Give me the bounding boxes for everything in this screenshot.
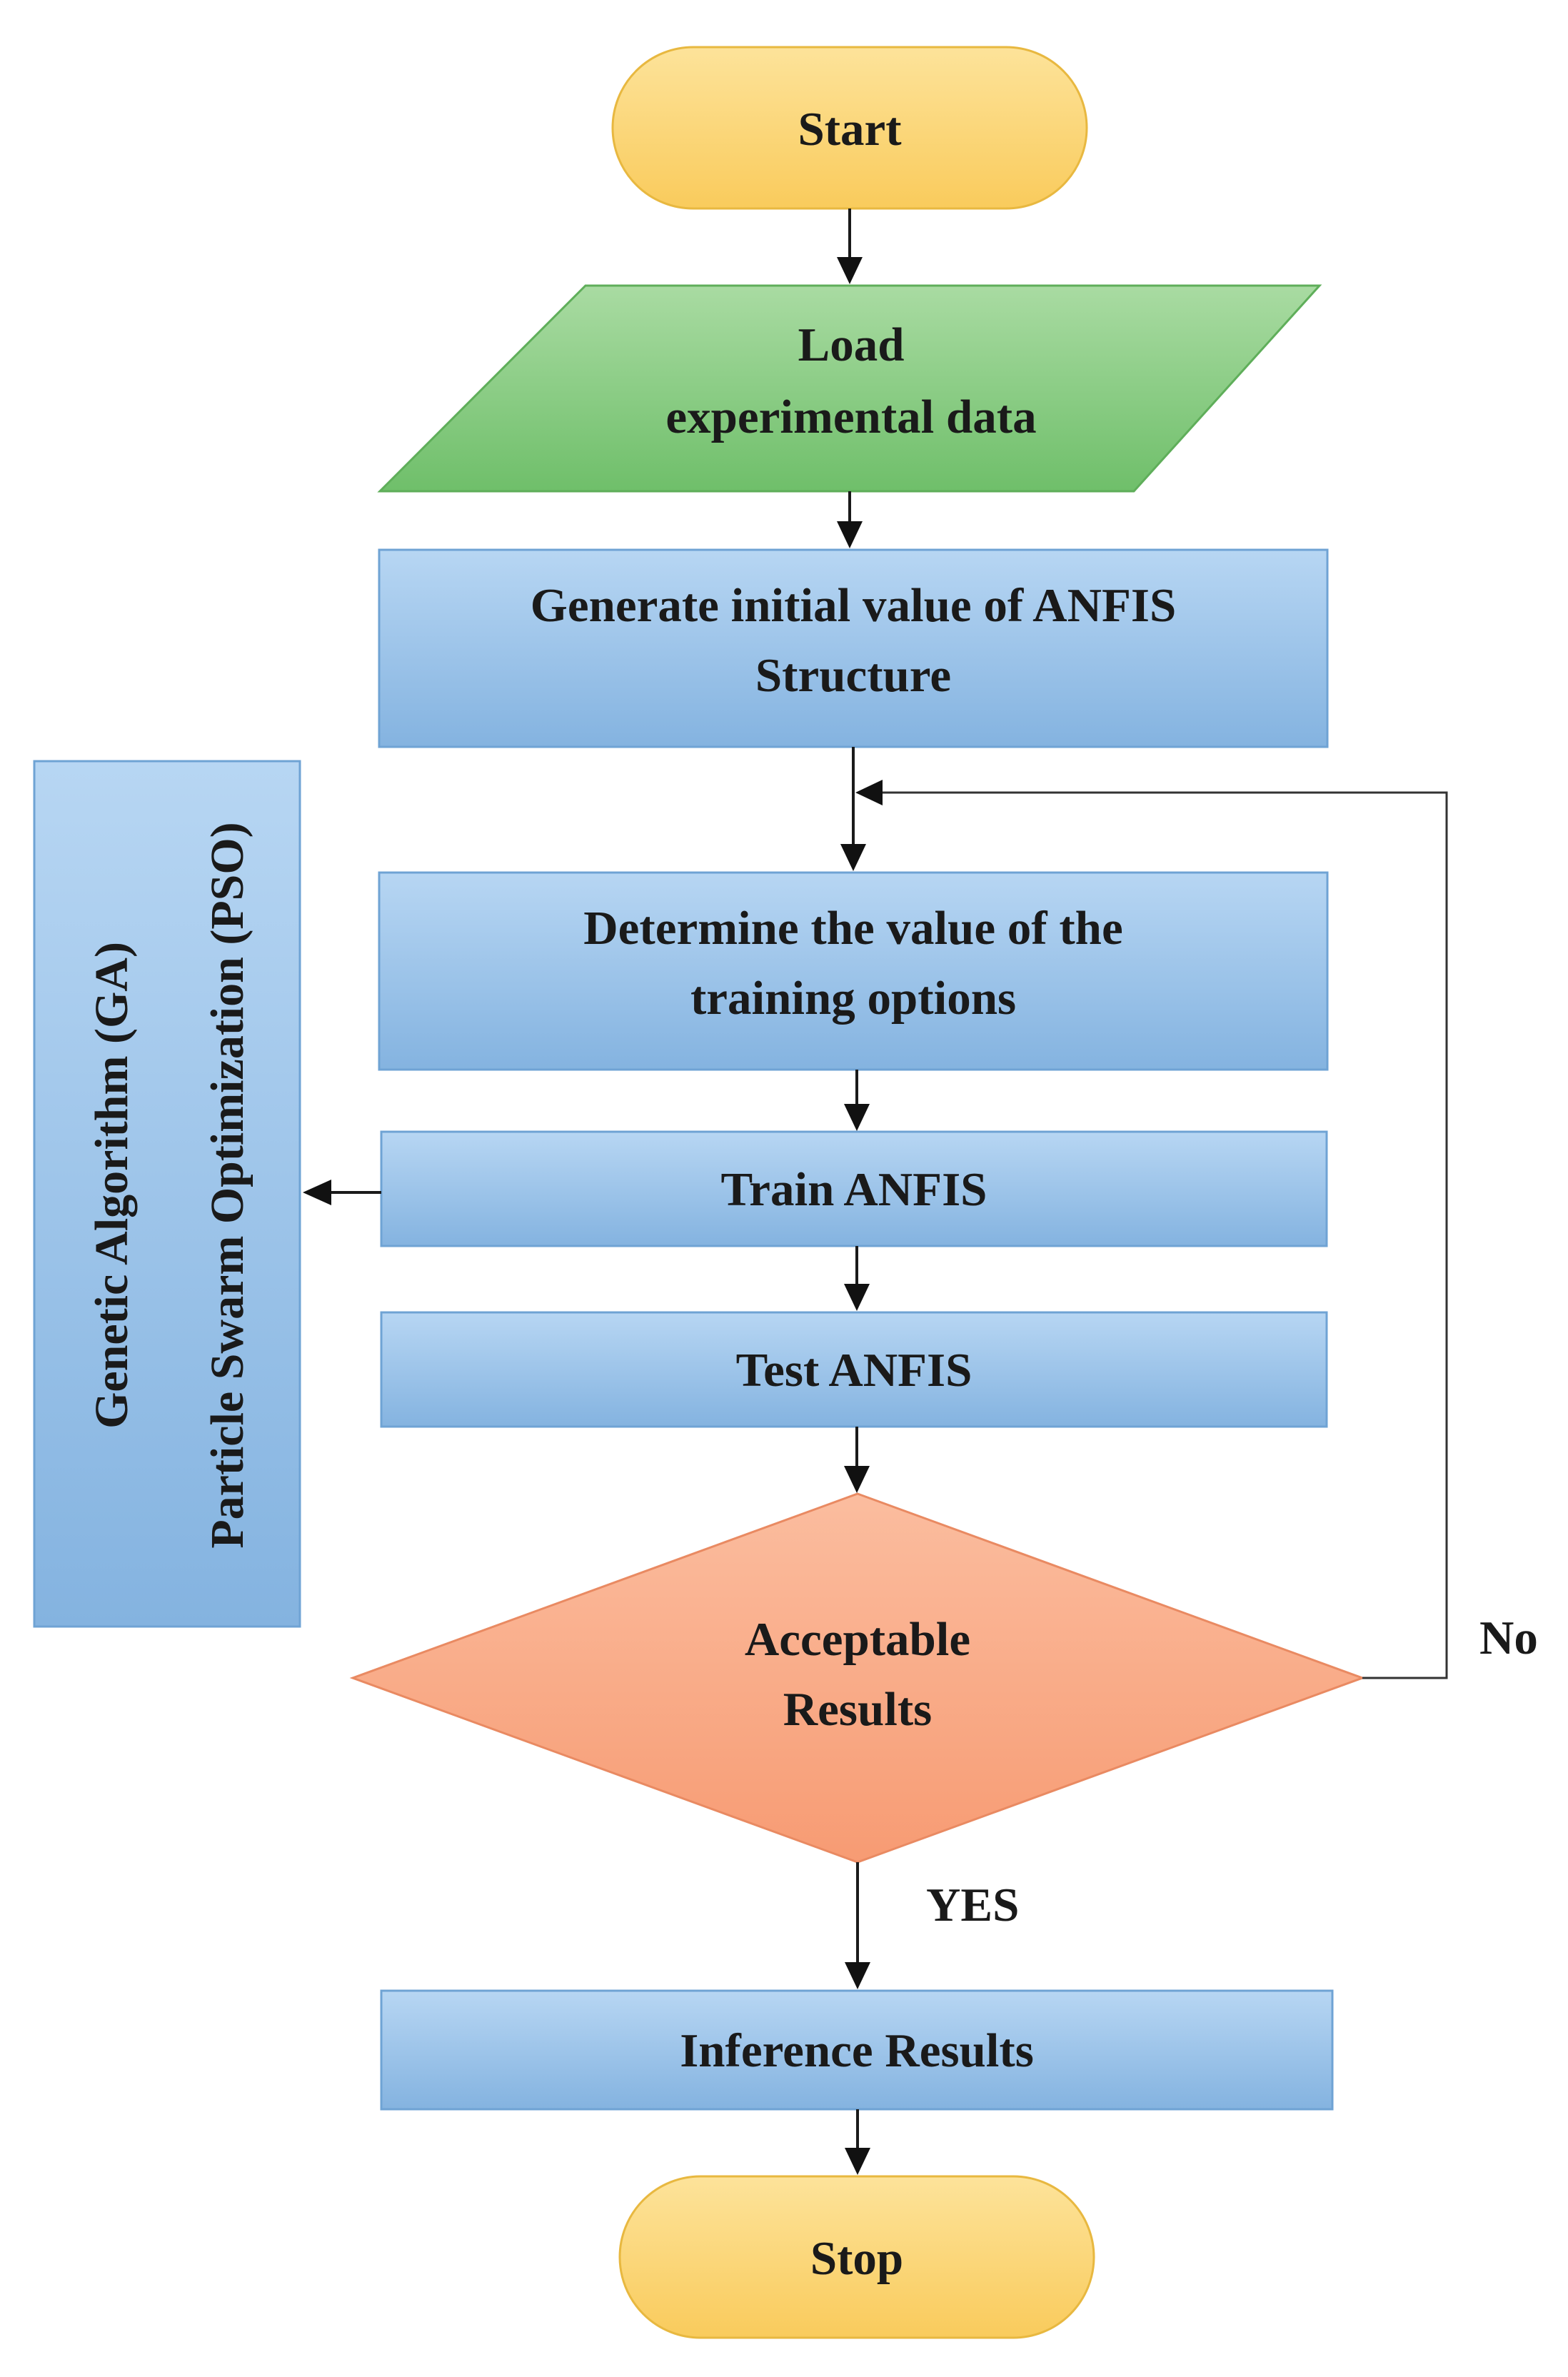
load-label-line1: Load bbox=[798, 318, 905, 371]
load-data-node bbox=[377, 284, 1322, 493]
connectors bbox=[303, 208, 1448, 2175]
optimizer-label-pso: Particle Swarm Optimization (PSO) bbox=[201, 822, 253, 1548]
train-anfis-node bbox=[380, 1130, 1328, 1247]
determine-options-node bbox=[378, 871, 1329, 1071]
no-label: No bbox=[1479, 1612, 1538, 1664]
determine-label-line2: training options bbox=[690, 972, 1016, 1025]
stop-label: Stop bbox=[810, 2232, 903, 2285]
generate-anfis-node bbox=[378, 548, 1329, 748]
start-label: Start bbox=[798, 103, 902, 156]
generate-label-line2: Structure bbox=[755, 649, 951, 702]
train-label: Train ANFIS bbox=[721, 1163, 987, 1216]
test-label: Test ANFIS bbox=[736, 1344, 973, 1397]
inference-label: Inference Results bbox=[680, 2024, 1034, 2077]
decision-label-line1: Acceptable bbox=[745, 1613, 970, 1666]
stop-terminal bbox=[618, 2175, 1095, 2339]
optimizer-box bbox=[33, 760, 301, 1628]
decision-label-line2: Results bbox=[783, 1683, 932, 1736]
optimizer-label-ga: Genetic Algorithm (GA) bbox=[86, 942, 138, 1429]
load-label-line2: experimental data bbox=[665, 391, 1036, 443]
determine-label-line1: Determine the value of the bbox=[583, 902, 1122, 955]
generate-label-line1: Generate initial value of ANFIS bbox=[531, 579, 1176, 632]
test-anfis-node bbox=[380, 1311, 1328, 1428]
yes-label: YES bbox=[926, 1879, 1019, 1931]
decision-node bbox=[349, 1492, 1366, 1864]
